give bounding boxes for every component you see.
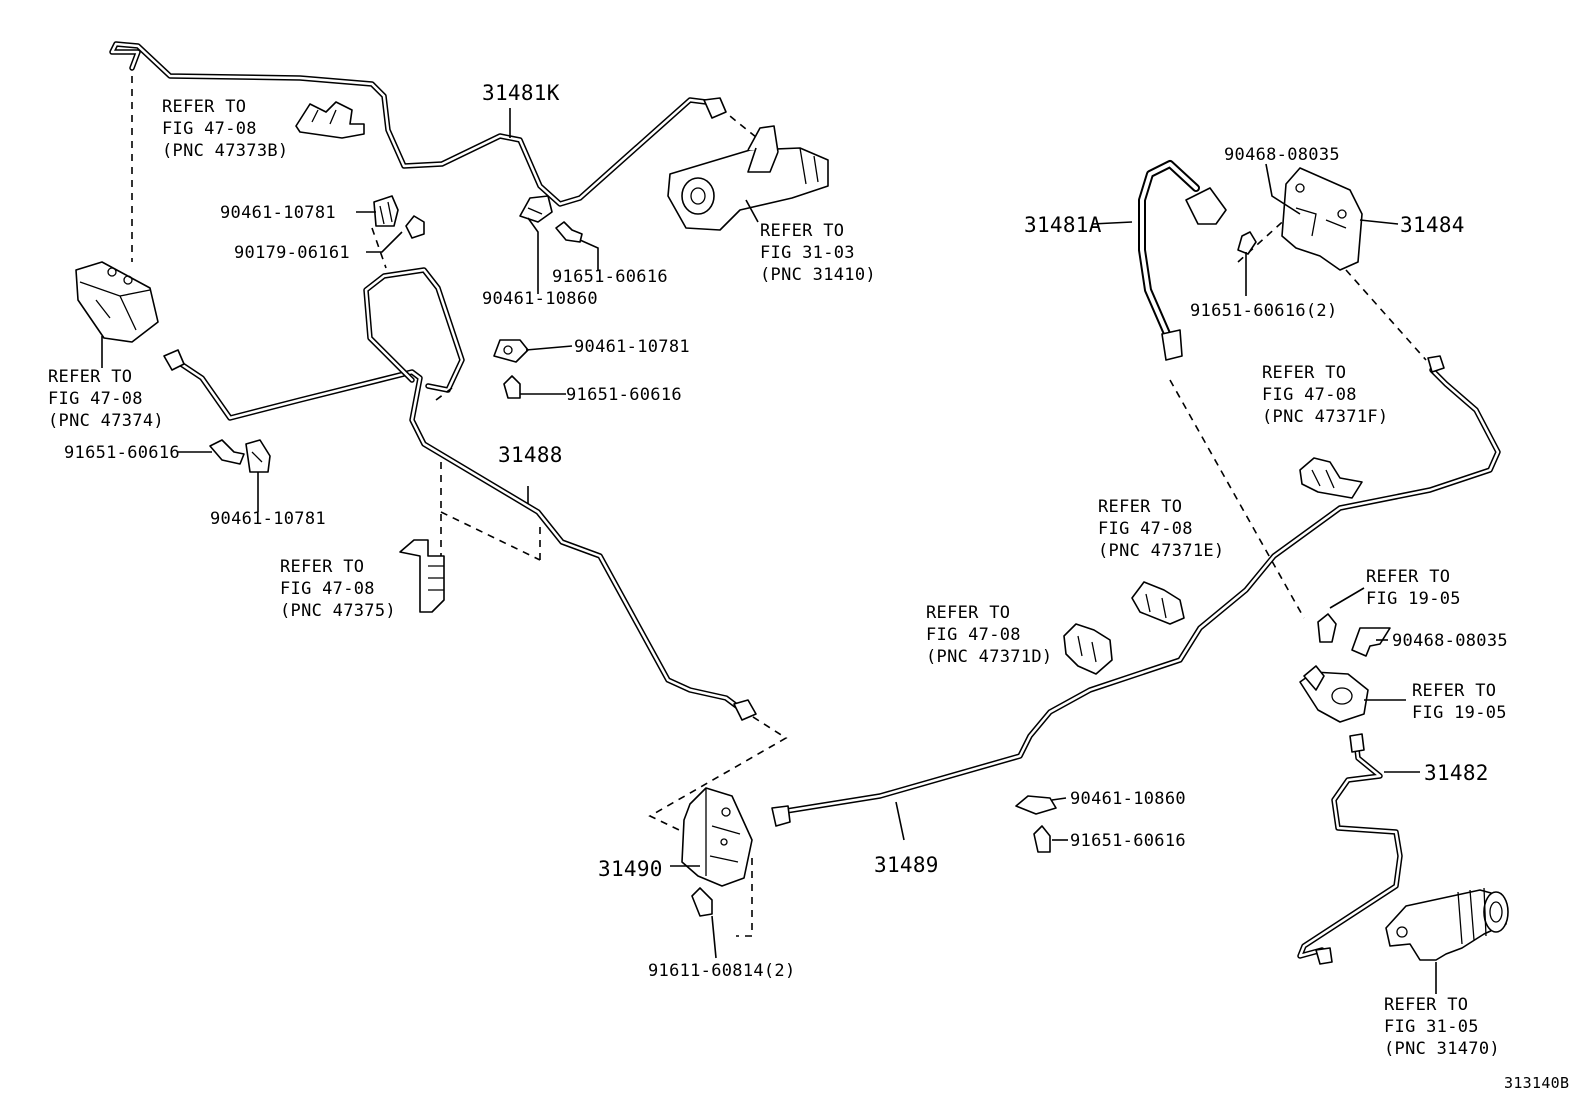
bracket-19-05 [1299,665,1369,723]
ref-47371F: REFER TO FIG 47-08 (PNC 47371F) [1262,363,1388,427]
label-31481A: 31481A [1024,213,1102,237]
clamp-47371D [1063,623,1113,675]
clip-90461-10781-a [373,195,399,227]
ref-31470: REFER TO FIG 31-05 (PNC 31470) [1384,995,1500,1059]
release-cylinder [1385,887,1509,961]
label-90461-10781-b: 90461-10781 [574,337,690,357]
svg-text:FIG 19-05: FIG 19-05 [1412,703,1507,723]
clip-90461-10860-a [519,195,553,223]
label-31481K: 31481K [482,81,560,105]
clip-90468-08035-b [1351,627,1391,657]
svg-text:FIG 47-08: FIG 47-08 [926,625,1021,645]
label-90461-10781-a: 90461-10781 [220,203,336,223]
bolt-91651-60616-a [555,221,583,243]
hose-end-lower [1161,329,1183,361]
svg-text:FIG 47-08: FIG 47-08 [1098,519,1193,539]
bracket-31490 [681,787,753,887]
label-31489: 31489 [874,853,939,877]
label-91651-60616-b: 91651-60616 [566,385,682,405]
bolt-91651-60616-d [1033,825,1051,853]
svg-text:REFER TO: REFER TO [1366,567,1450,587]
svg-text:REFER TO: REFER TO [1262,363,1346,383]
guide-lines [131,76,1427,937]
label-90468-08035-a: 90468-08035 [1224,145,1340,165]
svg-text:FIG 31-05: FIG 31-05 [1384,1017,1479,1037]
svg-text:FIG 47-08: FIG 47-08 [280,579,375,599]
bracket-47374 [75,261,159,343]
leader-lines [101,108,1437,994]
svg-text:(PNC 31410): (PNC 31410) [760,265,876,285]
svg-text:(PNC 47373B): (PNC 47373B) [162,141,288,161]
bracket-31484 [1281,167,1363,271]
bolt-91651-60616-2 [1237,231,1257,255]
bolt-19-05 [1317,613,1337,643]
svg-text:REFER TO: REFER TO [1098,497,1182,517]
label-31484: 31484 [1400,213,1465,237]
svg-text:FIG 19-05: FIG 19-05 [1366,589,1461,609]
svg-text:(PNC 31470): (PNC 31470) [1384,1039,1500,1059]
bolt-91611-60814 [691,887,713,917]
svg-text:REFER TO: REFER TO [48,367,132,387]
clip-90461-10860-b [1015,795,1057,815]
svg-text:(PNC 47371D): (PNC 47371D) [926,647,1052,667]
svg-text:REFER TO: REFER TO [280,557,364,577]
label-91651-60616-a: 91651-60616 [552,267,668,287]
ref-47374: REFER TO FIG 47-08 (PNC 47374) [48,367,164,431]
clamp-47375 [399,539,445,613]
svg-text:FIG 47-08: FIG 47-08 [162,119,257,139]
label-91651-60616-2: 91651-60616(2) [1190,301,1338,321]
ref-47371E: REFER TO FIG 47-08 (PNC 47371E) [1098,497,1224,561]
svg-text:(PNC 47374): (PNC 47374) [48,411,164,431]
ref-47373B: REFER TO FIG 47-08 (PNC 47373B) [162,97,288,161]
hose-end-upper [1185,187,1227,225]
svg-text:(PNC 47371E): (PNC 47371E) [1098,541,1224,561]
ref-31410: REFER TO FIG 31-03 (PNC 31410) [760,221,876,285]
label-90461-10860-a: 90461-10860 [482,289,598,309]
label-91651-60616-d: 91651-60616 [1070,831,1186,851]
pipe-31488 [169,267,745,713]
label-91651-60616-c: 91651-60616 [64,443,180,463]
bolt-91651-60616-c [209,439,245,465]
label-90461-10860-b: 90461-10860 [1070,789,1186,809]
clip-90461-10781-b [493,339,529,363]
svg-text:FIG 31-03: FIG 31-03 [760,243,855,263]
master-cylinder [667,125,829,231]
clamp-47371E [1131,581,1185,625]
svg-text:(PNC 47375): (PNC 47375) [280,601,396,621]
label-31490: 31490 [598,857,663,881]
label-31482: 31482 [1424,761,1489,785]
clamp-47371F [1299,457,1363,499]
bolt-91651-60616-b [503,375,521,399]
svg-text:(PNC 47371F): (PNC 47371F) [1262,407,1388,427]
clamp-47373B [295,101,365,139]
svg-text:REFER TO: REFER TO [1412,681,1496,701]
pipe-fittings [163,97,1445,965]
svg-text:REFER TO: REFER TO [1384,995,1468,1015]
ref-19-05-b: REFER TO FIG 19-05 [1412,681,1507,723]
ref-47371D: REFER TO FIG 47-08 (PNC 47371D) [926,603,1052,667]
pipe-31482 [1297,737,1403,959]
label-90461-10781-c: 90461-10781 [210,509,326,529]
hose-31481A [1138,160,1200,340]
svg-text:REFER TO: REFER TO [926,603,1010,623]
label-31488: 31488 [498,443,563,467]
svg-text:REFER TO: REFER TO [760,221,844,241]
pipe-31489 [777,367,1501,815]
pipe-31481K [109,41,709,207]
svg-text:FIG 47-08: FIG 47-08 [1262,385,1357,405]
ref-47375: REFER TO FIG 47-08 (PNC 47375) [280,557,396,621]
ref-19-05-a: REFER TO FIG 19-05 [1366,567,1461,609]
figure-code: 313140B [1504,1074,1569,1092]
clip-90461-10781-c [245,439,271,473]
label-90468-08035-b: 90468-08035 [1392,631,1508,651]
svg-text:REFER TO: REFER TO [162,97,246,117]
label-90179-06161: 90179-06161 [234,243,350,263]
nut-90179-06161 [405,215,425,239]
svg-text:FIG 47-08: FIG 47-08 [48,389,143,409]
label-91611-60814-2: 91611-60814(2) [648,961,796,981]
